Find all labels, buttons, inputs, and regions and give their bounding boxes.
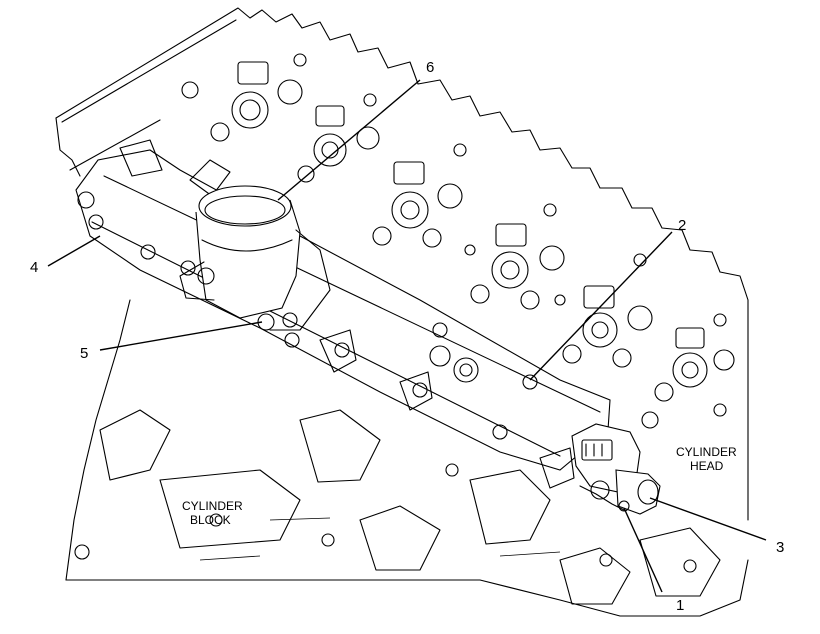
port-group xyxy=(562,285,653,368)
port-group xyxy=(654,327,735,402)
leader-3 xyxy=(649,497,767,541)
fuel-pressure-sensor-assembly xyxy=(571,423,661,515)
cylinder-head-label-line1: CYLINDER xyxy=(676,445,737,459)
port-group xyxy=(297,105,380,183)
leader-6 xyxy=(277,79,421,201)
port-group xyxy=(372,161,463,248)
callout-numbers: 6 2 4 5 1 3 xyxy=(30,59,784,614)
leader-2 xyxy=(529,231,673,381)
cylinder-head-features xyxy=(181,53,735,429)
callout-3: 3 xyxy=(776,539,784,556)
cylinder-head-label-line2: HEAD xyxy=(690,459,724,473)
callout-2: 2 xyxy=(678,217,686,234)
cylinder-block-label-line1: CYLINDER xyxy=(182,499,243,513)
port-group xyxy=(210,61,303,142)
cylinder-head-outline xyxy=(55,7,749,521)
leader-5 xyxy=(99,321,263,351)
callout-1: 1 xyxy=(676,597,684,614)
fuel-filter-housing xyxy=(179,185,331,348)
leader-4 xyxy=(47,235,101,267)
leader-1 xyxy=(623,507,663,593)
cylinder-block-outline xyxy=(65,299,749,617)
fuel-manifold-rail xyxy=(75,139,611,489)
leader-lines xyxy=(47,79,767,593)
port-group xyxy=(470,223,565,310)
callout-4: 4 xyxy=(30,259,38,276)
cylinder-block-label-line2: BLOCK xyxy=(190,513,231,527)
callout-5: 5 xyxy=(80,345,88,362)
callout-6: 6 xyxy=(426,59,434,76)
area-labels: CYLINDER HEAD CYLINDER BLOCK xyxy=(182,445,737,527)
